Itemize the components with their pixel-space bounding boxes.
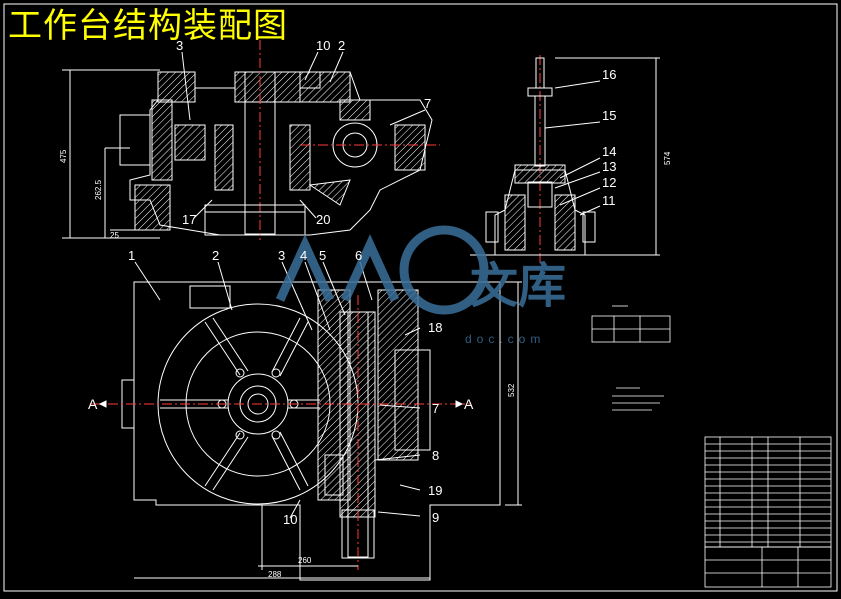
callout-top-20: 20	[316, 212, 330, 227]
callout-side-13: 13	[602, 159, 616, 174]
callout-plan-2: 2	[212, 248, 219, 263]
section-label-left: A	[88, 396, 98, 412]
dim-top-height: 475	[59, 149, 68, 163]
parts-list-table	[704, 436, 832, 548]
side-view	[470, 55, 660, 265]
watermark-url: doc.com	[465, 332, 545, 346]
sheet-border	[3, 3, 838, 592]
callout-side-14: 14	[602, 144, 616, 159]
dim-plan-bottom-2: 288	[268, 570, 282, 579]
callout-plan-4: 4	[300, 248, 307, 263]
callout-plan-1: 1	[128, 248, 135, 263]
callout-plan-10: 10	[283, 512, 297, 527]
dim-plan-height: 532	[507, 383, 516, 397]
callout-plan-5: 5	[319, 248, 326, 263]
dim-plan-bottom-1: 260	[298, 556, 312, 565]
callout-plan-8: 8	[432, 448, 439, 463]
callout-top-2: 2	[338, 38, 345, 53]
technical-notes	[591, 305, 671, 411]
callout-plan-6: 6	[355, 248, 362, 263]
callout-side-11: 11	[602, 193, 616, 208]
callout-side-12: 12	[602, 175, 616, 190]
callout-top-3: 3	[176, 38, 183, 53]
callout-plan-18: 18	[428, 320, 442, 335]
watermark-text: 文库	[470, 260, 566, 313]
callout-side-15: 15	[602, 108, 616, 123]
plan-view	[90, 261, 522, 581]
callout-plan-9: 9	[432, 510, 439, 525]
watermark: 文库 doc.com	[275, 225, 566, 346]
callout-plan-7: 7	[432, 401, 439, 416]
callout-plan-19: 19	[428, 483, 442, 498]
top-section-view	[62, 40, 440, 240]
dim-right-height: 574	[663, 151, 672, 165]
callout-plan-3: 3	[278, 248, 285, 263]
drawing-title: 工作台结构装配图	[8, 6, 288, 46]
title-block	[704, 546, 832, 588]
dim-top-mid: 262.5	[94, 179, 103, 200]
section-label-right: A	[464, 396, 474, 412]
callout-top-17: 17	[182, 212, 196, 227]
dim-top-bottom: 25	[110, 231, 119, 240]
callout-side-16: 16	[602, 67, 616, 82]
callout-top-7: 7	[424, 96, 431, 111]
callout-top-10: 10	[316, 38, 330, 53]
